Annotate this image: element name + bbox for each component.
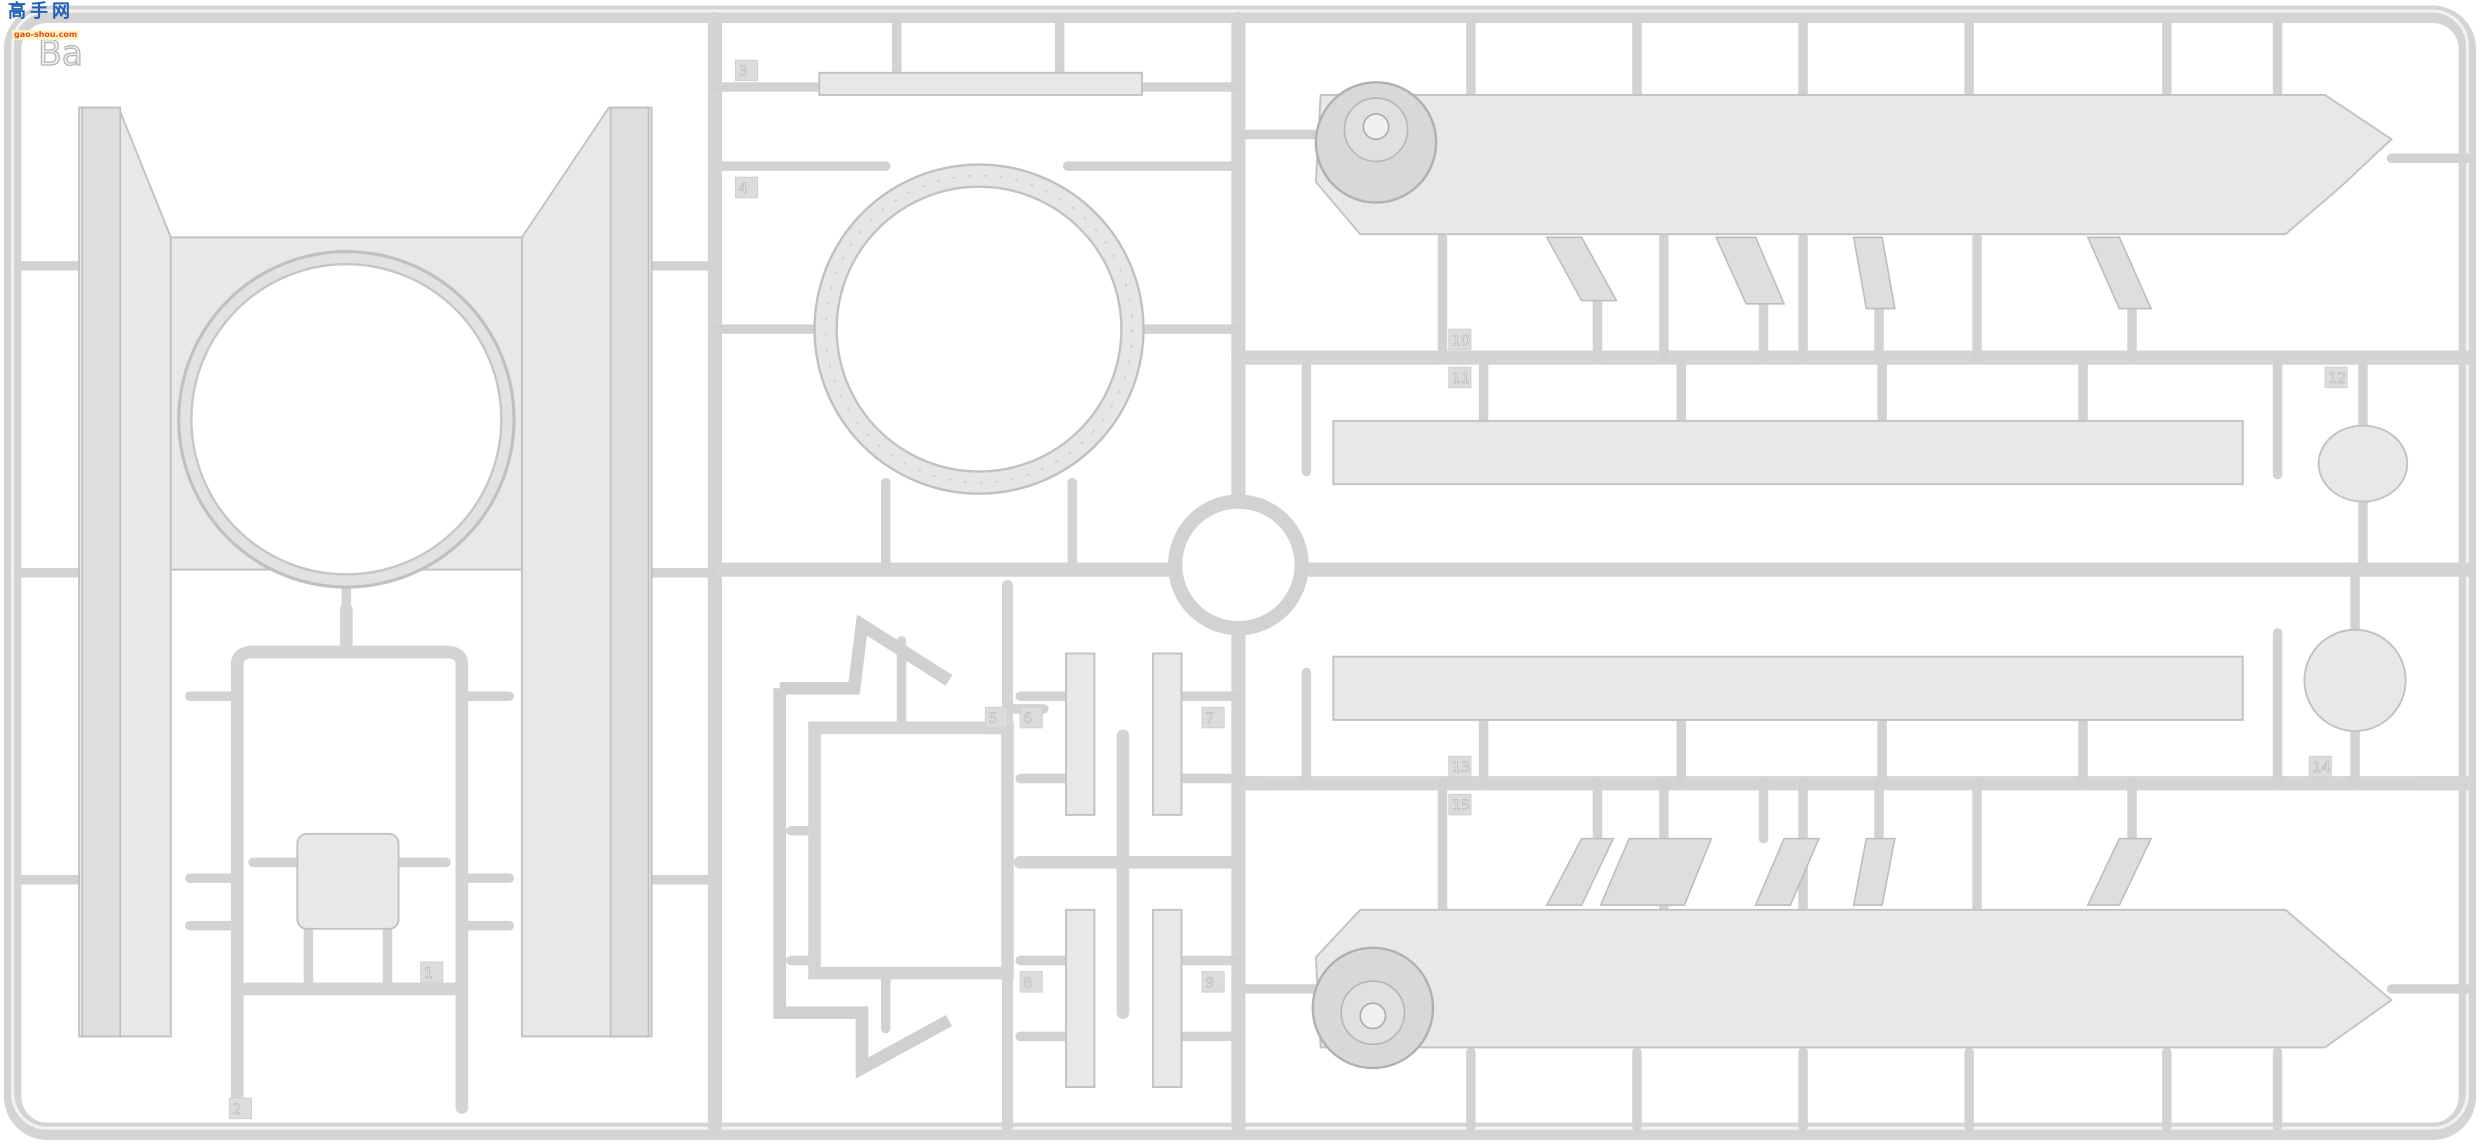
part-number-tag [734,59,759,82]
part-number: 13 [1452,760,1470,776]
turret-ring-part [813,163,1145,495]
part-number: 5 [989,711,998,727]
part-number: 7 [1205,711,1214,727]
part-number-tag [1201,706,1225,729]
fender-top [1314,81,2393,310]
part-number: 8 [1023,975,1032,991]
part-number-tag [1201,971,1225,993]
hatch-part-12 [2317,424,2409,503]
part-number-tag [1448,755,1472,778]
hatch-part-14 [2303,628,2407,732]
part-number-tag [420,961,444,984]
sprue-code: Ba [38,34,83,74]
part-number: 12 [2328,371,2346,387]
part-number-tag [734,176,759,199]
part-number-tag [2308,755,2332,778]
long-bar-part-top [1332,419,2244,486]
watermark-logo: 高手网 gao-shou.com [8,2,88,41]
part-number-tag [228,1097,252,1120]
part-number: 6 [1023,711,1032,727]
part-number: 15 [1452,798,1470,814]
part-number: 1 [424,966,433,982]
part-number: 3 [739,64,748,80]
part-number: 11 [1452,371,1470,387]
part-number: 14 [2312,760,2330,776]
lower-frame-sprue [230,602,469,1114]
part-number-tag [1019,971,1043,993]
part-number: 10 [1452,333,1470,349]
part-number-tag [1448,793,1472,816]
watermark-chinese: 高手网 [8,1,74,22]
top-bar-part [818,71,1143,96]
lower-middle-parts [773,579,1245,1133]
hull-side-right [520,106,653,1038]
part-number-tag [1448,328,1472,351]
part-number-tag [1019,706,1043,729]
watermark-url: gao-shou.com [12,30,80,40]
fender-bottom [1311,837,2393,1070]
part-number: 4 [739,181,748,197]
part-number-tag [2324,366,2348,389]
hull-side-left [78,106,172,1038]
long-bar-part-bottom [1332,655,2244,721]
part-number: 2 [233,1102,242,1118]
part-number-tag [1448,366,1472,389]
part-number: 9 [1205,975,1214,991]
part-number-tag [984,706,1008,729]
turret-ring-plate [169,236,523,589]
